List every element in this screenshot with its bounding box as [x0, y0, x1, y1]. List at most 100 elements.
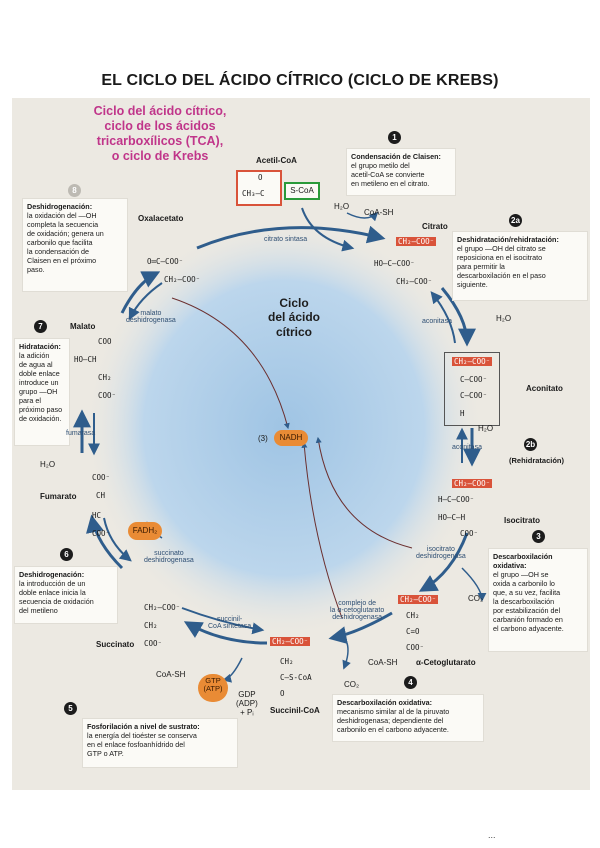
ketoglutarate-line: COO⁻ [406, 643, 425, 652]
isocitrate-line: HO—C—H [438, 513, 466, 522]
acetylcoa-structure: O CH₃—C S-CoA [236, 170, 320, 206]
step4-line: mecanismo similar al de la piruvato [337, 707, 450, 716]
isocitrate-dh-label: isocitrato deshidrogenasa [416, 546, 466, 560]
step7-line: para el [19, 396, 41, 405]
coa-sh-label: CoA-SH [156, 670, 186, 679]
co2-label: CO₂ [344, 680, 360, 689]
step5-line: en el enlace fosfoanhídrido del [87, 740, 185, 749]
malate-line: HO—CH [74, 355, 97, 364]
step1-line: en metileno en el citrato. [351, 179, 430, 188]
gtp-text: GTP [205, 676, 221, 685]
cycle-arrow-succinate-succinylcoa [181, 607, 265, 635]
step7-line: de oxidación. [19, 414, 62, 423]
malate-name: Malato [70, 322, 96, 331]
aconitate-line: C—COO⁻ [460, 375, 488, 384]
step1-line: acetil-CoA se convierte [351, 170, 425, 179]
pi-text: + Pᵢ [240, 708, 254, 718]
ketoglutarate-line: CH₂ [406, 611, 420, 620]
nadh-arrow-2 [315, 436, 413, 549]
acetylcoa-o: O [258, 173, 263, 182]
step7-line: doble enlace [19, 369, 60, 378]
h2o-label: H₂O [40, 460, 56, 469]
coa-sh-label: CoA-SH [368, 658, 398, 667]
step2a-box: Deshidratación/rehidratación: el grupo —… [452, 231, 588, 301]
step4-line: deshidrogenasa; dependiente del [337, 716, 444, 725]
step8-line: paso. [27, 265, 45, 274]
step8-title: Deshidrogenación: [27, 202, 93, 211]
step2a-number: 2a [509, 214, 522, 227]
acetylcoa-name: Acetil-CoA [256, 156, 297, 165]
succinate-line: COO⁻ [144, 639, 163, 648]
succinate-dh-label: succinato deshidrogenasa [144, 550, 194, 564]
oxaloacetate-line: O═C—COO⁻ [147, 257, 184, 266]
fumarate-line: HC [92, 511, 102, 520]
nadh-arrow-3 [301, 441, 343, 619]
succinate-line: CH₂ [144, 621, 158, 630]
fumarase-label: fumarasa [66, 430, 96, 437]
step4-box: Descarboxilación oxidativa: mecanismo si… [332, 694, 484, 742]
step5-title: Fosforilación a nivel de sustrato: [87, 722, 200, 731]
coa-sh-label: CoA-SH [364, 208, 394, 217]
step7-line: la adición [19, 351, 50, 360]
enzyme-line: isocitrato [426, 546, 455, 553]
step7-line: introduce un [19, 378, 59, 387]
nadh-count: (3) [258, 434, 268, 443]
step2a-line: descarboxilación en el paso [457, 271, 546, 280]
step3-box: Descarboxilación oxidativa: el grupo —OH… [488, 548, 588, 652]
cycle-arrow-malate-oxaloacetate [120, 271, 161, 314]
step1-title: Condensación de Claisen: [351, 152, 441, 161]
page-title: EL CICLO DEL ÁCIDO CÍTRICO (CICLO DE KRE… [101, 72, 499, 89]
cycle-arrow-aconitate-citrate [430, 291, 456, 344]
akg-dh-label: complejo de la α-cetoglutarato deshidrog… [330, 600, 384, 621]
co2-label: CO₂ [468, 594, 484, 603]
step8-line: carbonilo que facilita [27, 238, 93, 247]
step6-line: la introducción de un [19, 579, 86, 588]
step2a-line: para permitir la [457, 262, 505, 271]
step3-line: el grupo —OH se [493, 570, 549, 579]
acetylcoa-red-box: O CH₃—C [236, 170, 282, 206]
malate-line: COO [98, 337, 112, 346]
oxaloacetate-line: CH₂—COO⁻ [164, 275, 201, 284]
coa-release-arrow [346, 211, 379, 222]
succinylcoa-line: C—S-CoA [280, 673, 312, 682]
step6-line: del metileno [19, 606, 58, 615]
ketoglutarate-name: α-Cetoglutarato [416, 658, 476, 667]
aconitate-bracket [444, 352, 500, 426]
oxaloacetate-name: Oxalacetato [138, 214, 184, 223]
step5-box: Fosforilación a nivel de sustrato: la en… [82, 718, 238, 768]
fadh2-badge: FADH₂ [128, 522, 162, 540]
step8-line: Claisen en el próximo [27, 256, 97, 265]
nadh-arrow-1 [171, 297, 290, 430]
footer-mark: ... [488, 830, 496, 840]
cycle-arrow-succinylcoa-succinate [183, 621, 268, 645]
ketoglutarate-line: CH₂—COO⁻ [398, 595, 439, 604]
step8-line: la oxidación del —OH [27, 211, 97, 220]
malate-line: CH₂ [98, 373, 112, 382]
h2o-label: H₂O [478, 424, 494, 433]
step7-number: 7 [34, 320, 47, 333]
step3-line: el carbono adyacente. [493, 624, 564, 633]
step3-line: por estabilización del [493, 606, 561, 615]
cycle-arrow-fumarate-succinate [103, 517, 132, 562]
enzyme-line: deshidrogenasa [126, 317, 176, 324]
step2a-line: reposiciona en el isocitrato [457, 253, 543, 262]
step1-box: Condensación de Claisen: el grupo metilo… [346, 148, 456, 196]
step6-line: secuencia de oxidación [19, 597, 94, 606]
enzyme-line: deshidrogenasa [416, 553, 466, 560]
step8-line: de oxidación; genera un [27, 229, 104, 238]
alt-name-line: ciclo de los ácidos [104, 119, 216, 133]
ketoglutarate-line: C=O [406, 627, 420, 636]
aconitate-name: Aconitato [526, 384, 563, 393]
fumarate-line: COO⁻ [92, 473, 111, 482]
succinylcoa-line: CH₂ [280, 657, 294, 666]
citrate-line: CH₂—COO⁻ [396, 237, 437, 246]
co2-release-arrow-1 [461, 567, 487, 602]
fumarate-name: Fumarato [40, 492, 77, 501]
step2b-label: (Rehidratación) [509, 456, 565, 465]
step6-line: doble enlace inicia la [19, 588, 86, 597]
h2o-label: H₂O [496, 314, 512, 323]
malate-line: COO⁻ [98, 391, 117, 400]
step4-title: Descarboxilación oxidativa: [337, 698, 433, 707]
fumarate-line: COO⁻ [92, 529, 111, 538]
fumarate-line: CH [96, 491, 106, 500]
